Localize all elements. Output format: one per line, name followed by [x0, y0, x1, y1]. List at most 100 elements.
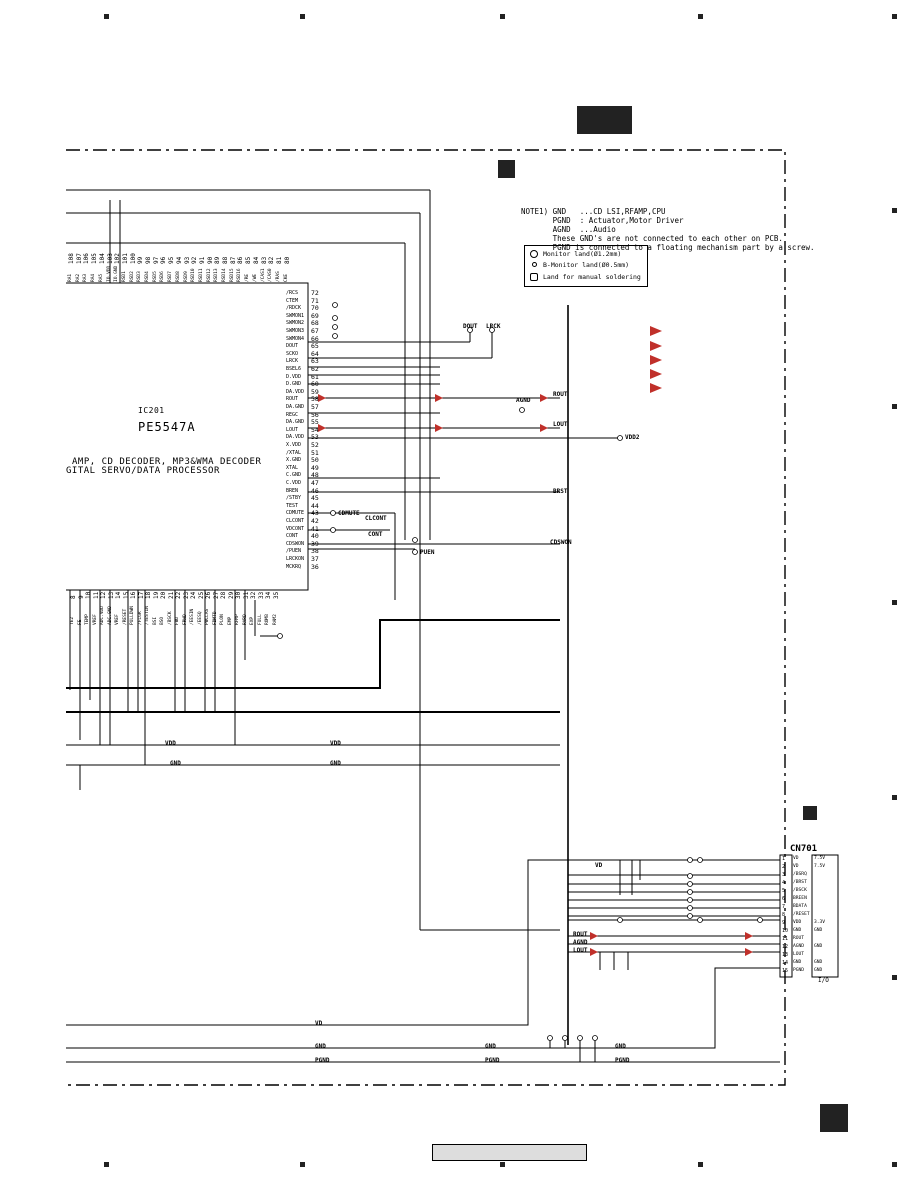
pin-name: FRWD — [182, 614, 188, 625]
pin-number: 47 — [311, 479, 319, 487]
pin-number: 31 — [242, 591, 250, 599]
connector-pin-name: GND — [793, 960, 802, 965]
pin-name: RSD3 — [137, 271, 143, 282]
pin-number: 28 — [220, 591, 227, 599]
ground-note: NOTE1) GND ...CD LSI,RFAMP,CPU PGND : Ac… — [521, 198, 815, 252]
pin-name: BSO — [160, 616, 165, 625]
signal-cont: CONT — [368, 531, 383, 538]
pin-name: /PUEN — [286, 548, 302, 555]
b-monitor-land-icon — [532, 262, 537, 267]
legend-monitor-land: Monitor land(Ø1.2mm) — [543, 250, 622, 258]
pin-number: 71 — [311, 296, 319, 305]
pin-name: TE2 — [70, 616, 75, 625]
pin-number: 67 — [311, 327, 319, 335]
pin-number: 64 — [311, 349, 319, 358]
pin-name: SCKO — [286, 350, 299, 357]
pin-name: MCKRQ — [286, 563, 302, 570]
connector-pin-number: 4 — [782, 880, 786, 886]
page-corner-block — [820, 1104, 848, 1132]
pin-name: RA1 — [68, 273, 73, 282]
pin-name: CTEM — [286, 297, 299, 304]
pin-number: 104 — [98, 253, 106, 264]
pin-name: FWD — [175, 616, 180, 625]
signal-brst: BRST — [553, 488, 568, 495]
pin-number: 15 — [122, 591, 130, 599]
pin-number: 42 — [311, 517, 319, 525]
pin-number: 50 — [311, 456, 319, 465]
pin-name: TEMP — [85, 614, 90, 625]
pin-number: 69 — [311, 311, 319, 320]
pin-name: /TESTIN — [145, 606, 150, 625]
pin-number: 94 — [175, 256, 183, 264]
pin-number: 105 — [91, 253, 99, 264]
pin-number: 19 — [152, 591, 160, 599]
pin-name: BSEL6 — [286, 366, 302, 372]
pin-number: 90 — [206, 256, 214, 264]
pin-number: 81 — [275, 256, 283, 264]
pin-name: DA.GND — [286, 419, 305, 426]
pin-number: 72 — [311, 289, 319, 297]
pin-name: LRCK — [286, 358, 299, 365]
connector-pin-name: ROUT — [793, 936, 805, 941]
pin-name: X.VDD — [286, 442, 302, 448]
pin-number: 51 — [311, 448, 319, 457]
pin-number: 17 — [137, 591, 145, 599]
pin-name: FE — [77, 619, 83, 625]
pin-number: 30 — [235, 591, 242, 599]
pin-number: 25 — [197, 591, 205, 599]
pin-name: PWCLAS — [205, 608, 210, 625]
connector-pin-io: 7.5V — [814, 864, 826, 869]
pin-number: 18 — [145, 591, 152, 599]
pin-name: /STBY — [286, 495, 302, 502]
pin-name: ADC.GND — [107, 606, 113, 625]
pin-name: RSD4 — [145, 271, 150, 282]
pin-name: VREF — [92, 614, 98, 625]
signal-gnd-bottom: GND — [315, 1043, 326, 1050]
signal-gnd-bottom-3: GND — [615, 1043, 626, 1050]
legend-manual-solder: Land for manual soldering — [543, 273, 641, 281]
pin-name: CDMUTE — [286, 510, 305, 517]
pin-number: 57 — [311, 403, 319, 411]
pin-number: 45 — [311, 494, 319, 503]
connector-pin-io: 3.3V — [814, 920, 826, 925]
pin-number: 101 — [121, 253, 129, 264]
signal-pgnd-bottom-2: PGND — [485, 1057, 500, 1064]
pin-name: REGC — [286, 411, 299, 418]
pin-name: RA5 — [98, 273, 104, 282]
connector-pin-number: 3 — [782, 872, 786, 878]
pin-name: CDSWON — [286, 540, 305, 547]
pin-number: 68 — [311, 319, 319, 328]
pin-name: X.GND — [286, 457, 302, 464]
pin-number: 24 — [190, 591, 197, 599]
pin-number: 14 — [115, 591, 122, 599]
pin-number: 62 — [311, 365, 319, 373]
pin-name: CKE — [283, 273, 289, 282]
pin-number: 8 — [70, 595, 77, 599]
pin-number: 91 — [198, 256, 206, 264]
signal-cdmute: CDMUTE — [338, 510, 360, 517]
pin-number: 53 — [311, 433, 319, 442]
connector-pin-number: 5 — [782, 888, 786, 894]
pin-name: DA.VDD — [286, 388, 305, 395]
pin-number: 84 — [252, 256, 260, 264]
pin-name: RSD5 — [152, 271, 158, 282]
pin-number: 80 — [283, 256, 291, 264]
connector-pin-name: BDATA — [793, 904, 807, 909]
signal-pgnd-bottom: PGND — [315, 1057, 330, 1064]
pin-number: 37 — [311, 555, 319, 563]
pin-number: 82 — [268, 256, 276, 264]
connector-pin-io: GND — [814, 968, 823, 973]
pin-name: /RAS — [275, 271, 281, 282]
legend-box: Monitor land(Ø1.2mm) B-Monitor land(Ø0.5… — [524, 245, 648, 287]
pin-number: 41 — [311, 524, 319, 533]
pin-name: PULLDWN — [130, 606, 135, 625]
connector-pin-number: 2 — [782, 864, 786, 870]
pin-number: 13 — [107, 591, 115, 599]
pin-name: /EESIN — [190, 608, 195, 625]
note-line-3: AGND ...Audio — [521, 225, 616, 234]
pin-name: DA.GND — [286, 404, 305, 410]
signal-vd-cn: VD — [595, 862, 603, 869]
pin-number: 59 — [311, 387, 319, 396]
pin-name: RAM2 — [272, 614, 278, 625]
pin-name: LRCKON — [286, 556, 305, 562]
